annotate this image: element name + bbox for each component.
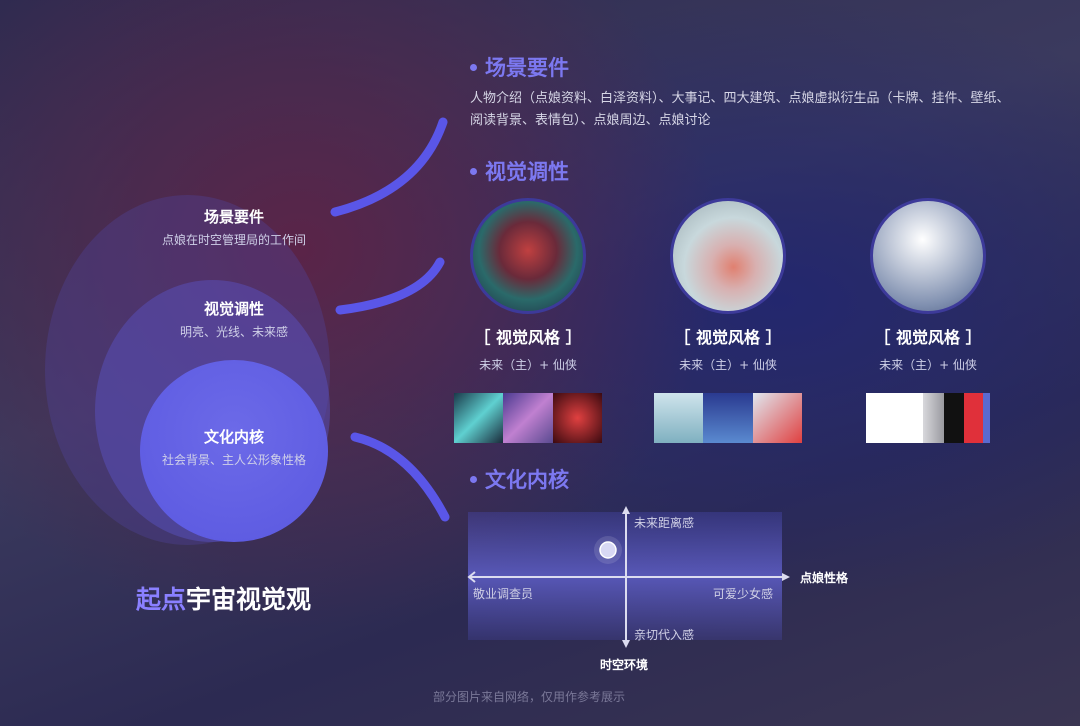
swatch [983, 393, 990, 443]
ring-inner [140, 360, 328, 542]
swatch [703, 393, 753, 443]
style-image [870, 198, 986, 314]
style-label: ［ 视觉风格 ］ [874, 328, 982, 347]
ring-subtitle: 明亮、光线、未来感 [179, 325, 288, 339]
axis-bottom-label: 亲切代入感 [634, 628, 695, 642]
heading-text: 视觉调性 [485, 160, 569, 184]
swatch [454, 393, 504, 443]
style-image [670, 198, 786, 314]
heading-text: 场景要件 [485, 56, 569, 80]
ring-label-visual: 视觉调性明亮、光线、未来感 [104, 298, 364, 340]
swatch [922, 393, 945, 443]
page-title: 起点宇宙视觉观 [136, 580, 311, 616]
style-card: ［ 视觉风格 ］ 未来（主）+ 仙侠 [453, 198, 603, 443]
style-label: ［ 视觉风格 ］ [474, 328, 582, 347]
style-image [470, 198, 586, 314]
ring-title: 文化内核 [203, 428, 264, 446]
ring-label-scene: 场景要件点娘在时空管理局的工作间 [104, 206, 364, 248]
swatch [944, 393, 964, 443]
heading-scene: 场景要件 [470, 52, 569, 82]
style-card: ［ 视觉风格 ］ 未来（主）+ 仙侠 [653, 198, 803, 443]
heading-visual: 视觉调性 [470, 156, 569, 186]
bullet-icon [470, 63, 477, 71]
position-marker [599, 541, 617, 559]
title-rest: 宇宙视觉观 [186, 585, 312, 614]
bullet-icon [470, 167, 477, 175]
swatch [503, 393, 553, 443]
ring-subtitle: 社会背景、主人公形象性格 [161, 453, 306, 467]
axis-right-label: 可爱少女感 [713, 587, 774, 601]
color-swatches [866, 393, 990, 443]
style-label: ［ 视觉风格 ］ [674, 328, 782, 347]
ring-subtitle: 点娘在时空管理局的工作间 [161, 233, 306, 247]
title-accent: 起点 [136, 585, 187, 614]
swatch [866, 393, 923, 443]
bullet-icon [470, 475, 477, 483]
scene-description: 人物介绍（点娘资料、白泽资料）、大事记、四大建筑、点娘虚拟衍生品（卡牌、挂件、壁… [470, 91, 1010, 128]
swatch [963, 393, 984, 443]
x-axis-title: 点娘性格 [800, 571, 849, 585]
style-card: ［ 视觉风格 ］ 未来（主）+ 仙侠 [853, 198, 1003, 443]
axis-top-label: 未来距离感 [634, 516, 695, 530]
swatch [752, 393, 802, 443]
ring-label-culture: 文化内核社会背景、主人公形象性格 [104, 426, 364, 468]
color-swatches [654, 393, 802, 443]
footer-note: 部分图片来自网络，仅用作参考展示 [433, 690, 626, 704]
style-desc: 未来（主）+ 仙侠 [879, 358, 977, 372]
y-axis-title: 时空环境 [600, 658, 649, 672]
axis-left-label: 敬业调查员 [473, 587, 534, 601]
style-desc: 未来（主）+ 仙侠 [679, 358, 777, 372]
heading-culture: 文化内核 [470, 464, 569, 494]
color-swatches [454, 393, 602, 443]
style-desc: 未来（主）+ 仙侠 [479, 358, 577, 372]
ring-title: 场景要件 [203, 208, 264, 226]
swatch [654, 393, 704, 443]
ring-title: 视觉调性 [203, 300, 264, 318]
swatch [552, 393, 602, 443]
heading-text: 文化内核 [485, 468, 569, 492]
